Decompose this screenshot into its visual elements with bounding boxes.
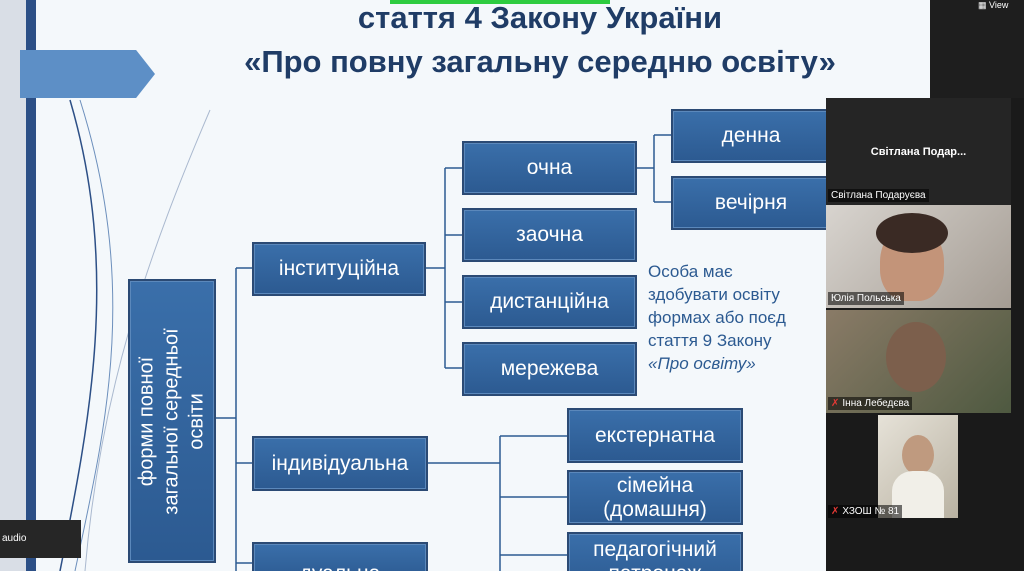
form-network-label: мережева (500, 357, 599, 380)
audio-label: audio (2, 533, 27, 544)
participant-video-2[interactable]: Юлія Польська (826, 205, 1011, 308)
participant-video-4[interactable] (878, 415, 958, 518)
participant-label-4: ✗ХЗОШ № 81 (828, 505, 903, 518)
mic-off-icon: ✗ (831, 398, 840, 409)
slide-title-line1: стаття 4 Закону України (357, 0, 723, 35)
root-box-label: форми повної загальної середньої освіти (135, 327, 208, 515)
form-distance-label: дистанційна (490, 290, 609, 313)
participant-video-3[interactable]: ✗Інна Лебедєва (826, 310, 1011, 413)
form-patronage: педагогічний патронаж (567, 532, 743, 571)
slide-arrow-decoration (20, 50, 155, 98)
screen-share-indicator (390, 0, 610, 4)
form-zaochna: заочна (462, 208, 637, 262)
participant-name-3: Інна Лебедєва (842, 398, 910, 409)
note-line-4: стаття 9 Закону (648, 331, 772, 350)
form-network: мережева (462, 342, 637, 396)
form-family-label: сімейна (домашня) (603, 473, 707, 521)
branch-individual-label: індивідуальна (271, 451, 409, 475)
mic-off-icon: ✗ (831, 506, 840, 517)
note-line-1: Особа має (648, 262, 733, 281)
participant-hair-2 (876, 213, 948, 253)
root-box-forms: форми повної загальної середньої освіти (128, 279, 216, 563)
note-line-2: здобувати освіту (648, 285, 780, 304)
note-line-5: «Про освіту» (648, 354, 756, 373)
form-day: денна (671, 109, 831, 163)
form-day-label: денна (721, 124, 781, 147)
branch-institutional: інституційна (252, 242, 426, 296)
branch-dual-label: дуальна (300, 562, 381, 571)
active-speaker-name: Світлана Подар... (870, 146, 967, 158)
slide-title: стаття 4 Закону України «Про повну загал… (160, 0, 920, 84)
form-zaochna-label: заочна (516, 223, 583, 246)
form-external-label: екстернатна (594, 423, 716, 447)
participant-label-3: ✗Інна Лебедєва (828, 397, 913, 410)
branch-individual: індивідуальна (252, 436, 428, 491)
presentation-slide: стаття 4 Закону України «Про повну загал… (0, 0, 930, 571)
active-speaker-tile[interactable]: Світлана Подар... (826, 98, 1011, 206)
view-label: View (989, 0, 1009, 10)
form-external: екстернатна (567, 408, 743, 463)
participant-name-4: ХЗОШ № 81 (842, 506, 900, 517)
form-ochna-label: очна (526, 156, 573, 179)
audio-tooltip[interactable]: audio (0, 520, 81, 558)
form-patronage-label: педагогічний патронаж (593, 538, 717, 571)
form-ochna: очна (462, 141, 637, 195)
participant-avatar-3 (886, 322, 946, 392)
participant-label-1: Світлана Подаруєва (828, 189, 929, 202)
form-distance: дистанційна (462, 275, 637, 329)
participant-label-2: Юлія Польська (828, 292, 904, 305)
view-button[interactable]: ▦ View (978, 0, 1024, 12)
participant-avatar-4 (902, 435, 934, 475)
slide-title-line2: «Про повну загальну середню освіту» (244, 44, 836, 79)
branch-dual: дуальна (252, 542, 428, 571)
view-icon: ▦ (978, 0, 987, 10)
form-evening: вечірня (671, 176, 831, 230)
form-evening-label: вечірня (714, 191, 788, 214)
slide-side-bar (26, 0, 36, 571)
form-family: сімейна (домашня) (567, 470, 743, 525)
note-line-3: формах або поєд (648, 308, 786, 327)
slide-note: Особа має здобувати освіту формах або по… (648, 260, 826, 375)
diagram-connectors (216, 134, 671, 571)
branch-institutional-label: інституційна (278, 257, 400, 280)
